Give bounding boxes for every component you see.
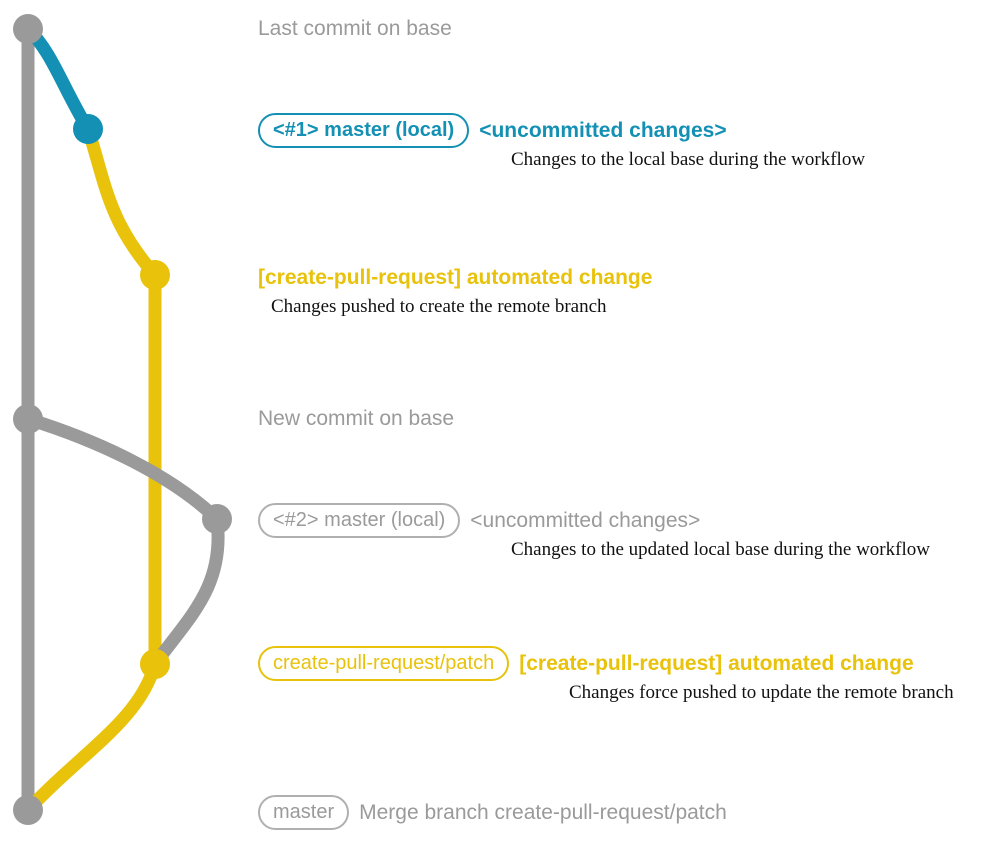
chip-create-pull-request-patch[interactable]: create-pull-request/patch [258, 646, 510, 681]
description-pushed-create: Changes pushed to create the remote bran… [271, 296, 607, 317]
node-automated-change-2[interactable] [140, 649, 170, 679]
description-force-pushed: Changes force pushed to update the remot… [569, 682, 954, 703]
subject-automated-change-1: [create-pull-request] automated change [258, 266, 653, 289]
node-master-local-1[interactable] [73, 114, 103, 144]
commit-nodes [13, 14, 232, 825]
description-updated-local-base: Changes to the updated local base during… [511, 539, 930, 560]
subject-merge-branch: Merge branch create-pull-request/patch [359, 801, 727, 824]
edge-local-1-to-automated-1 [81, 122, 162, 282]
row-master-local-2: <#2> master (local) <uncommitted changes… [258, 503, 700, 538]
subject-uncommitted-changes-1: <uncommitted changes> [479, 119, 727, 142]
node-master-local-2[interactable] [202, 504, 232, 534]
description-local-base: Changes to the local base during the wor… [511, 149, 866, 170]
node-new-commit-on-base[interactable] [13, 404, 43, 434]
chip-master[interactable]: master [258, 795, 350, 830]
node-merge-commit[interactable] [13, 795, 43, 825]
chip-master-local-1[interactable]: <#1> master (local) [258, 113, 470, 148]
subject-new-commit-on-base: New commit on base [258, 407, 455, 430]
row-master-local-1: <#1> master (local) <uncommitted changes… [258, 113, 727, 148]
node-last-commit-on-base[interactable] [13, 14, 43, 44]
row-merge-commit: master Merge branch create-pull-request/… [258, 795, 727, 830]
subject-last-commit-on-base: Last commit on base [258, 17, 452, 40]
node-automated-change-1[interactable] [140, 260, 170, 290]
edge-base-to-local-2 [21, 412, 224, 526]
edge-local-2-to-automated-2 [148, 512, 225, 671]
subject-automated-change-2: [create-pull-request] automated change [519, 652, 914, 675]
row-automated-change-2: create-pull-request/patch [create-pull-r… [258, 646, 914, 681]
chip-master-local-2[interactable]: <#2> master (local) [258, 503, 461, 538]
edge-automated-2-to-merge [21, 657, 162, 817]
subject-uncommitted-changes-2: <uncommitted changes> [470, 509, 701, 532]
